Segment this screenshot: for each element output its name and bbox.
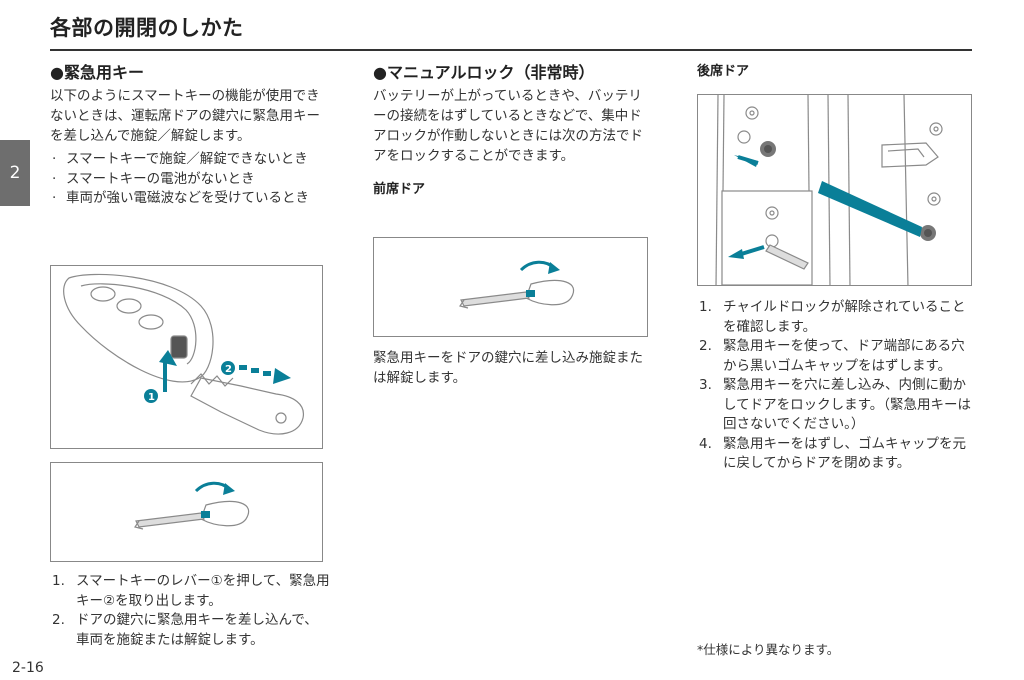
manual-lock-intro: バッテリーが上がっているときや、バッテリーの接続をはずしているときなどで、集中ド…	[373, 88, 643, 164]
list-item: スマートキーで施錠／解錠できないとき	[50, 150, 328, 170]
chapter-tab: 2	[0, 140, 30, 206]
list-item: 2.ドアの鍵穴に緊急用キーを差し込んで、車両を施錠または解錠します。	[52, 612, 318, 648]
callout-1: 1	[148, 392, 155, 403]
list-item: 2.緊急用キーを使って、ドア端部にある穴から黒いゴムキャップをはずします。	[699, 338, 965, 374]
section-heading-emergency-key: ●緊急用キー	[50, 63, 144, 82]
front-door-heading: 前席ドア	[373, 182, 426, 197]
list-item: 車両が強い電磁波などを受けているとき	[50, 189, 328, 209]
section-heading-manual-lock: ●マニュアルロック（非常時）	[373, 63, 595, 82]
callout-2: 2	[225, 364, 232, 375]
list-item: 3.緊急用キーを穴に差し込み、内側に動かしてドアをロックします。（緊急用キーは回…	[699, 377, 971, 432]
page-number: 2-16	[12, 660, 44, 676]
list-item: 1.チャイルドロックが解除されていることを確認します。	[699, 299, 966, 335]
middle-column: ●マニュアルロック（非常時） バッテリーが上がっているときや、バッテリーの接続を…	[373, 62, 651, 200]
rear-door-figure	[697, 94, 972, 286]
smart-key-illustration: 1 2	[63, 273, 304, 435]
condition-list: スマートキーで施錠／解錠できないとき スマートキーの電池がないとき 車両が強い電…	[50, 150, 328, 209]
front-door-caption: 緊急用キーをドアの鍵穴に差し込み施錠または解錠します。	[373, 350, 643, 386]
door-keyhole-illustration	[134, 481, 250, 530]
emergency-key-intro: 以下のようにスマートキーの機能が使用できないときは、運転席ドアの鍵穴に緊急用キー…	[50, 88, 320, 144]
list-item: 4.緊急用キーをはずし、ゴムキャップを元に戻してからドアを閉めます。	[699, 435, 966, 472]
page-title: 各部の開閉のしかた	[50, 16, 244, 40]
front-door-illustration	[459, 260, 575, 309]
door-keyhole-figure-left	[50, 462, 323, 562]
footnote: *仕様により異なります。	[697, 642, 840, 657]
rear-door-illustration	[715, 95, 943, 285]
key-steps-list: 1.スマートキーのレバー①を押して、緊急用キー②を取り出します。 2.ドアの鍵穴…	[50, 572, 330, 650]
smart-key-figure: 1 2	[50, 265, 323, 449]
list-item: スマートキーの電池がないとき	[50, 170, 328, 190]
rear-door-steps-list: 1.チャイルドロックが解除されていることを確認します。 2.緊急用キーを使って、…	[697, 298, 974, 474]
rear-door-heading: 後席ドア	[697, 64, 750, 79]
list-item: 1.スマートキーのレバー①を押して、緊急用キー②を取り出します。	[52, 573, 330, 609]
title-divider	[50, 49, 972, 51]
left-column: ●緊急用キー 以下のようにスマートキーの機能が使用できないときは、運転席ドアの鍵…	[50, 62, 328, 209]
front-door-figure	[373, 237, 648, 337]
